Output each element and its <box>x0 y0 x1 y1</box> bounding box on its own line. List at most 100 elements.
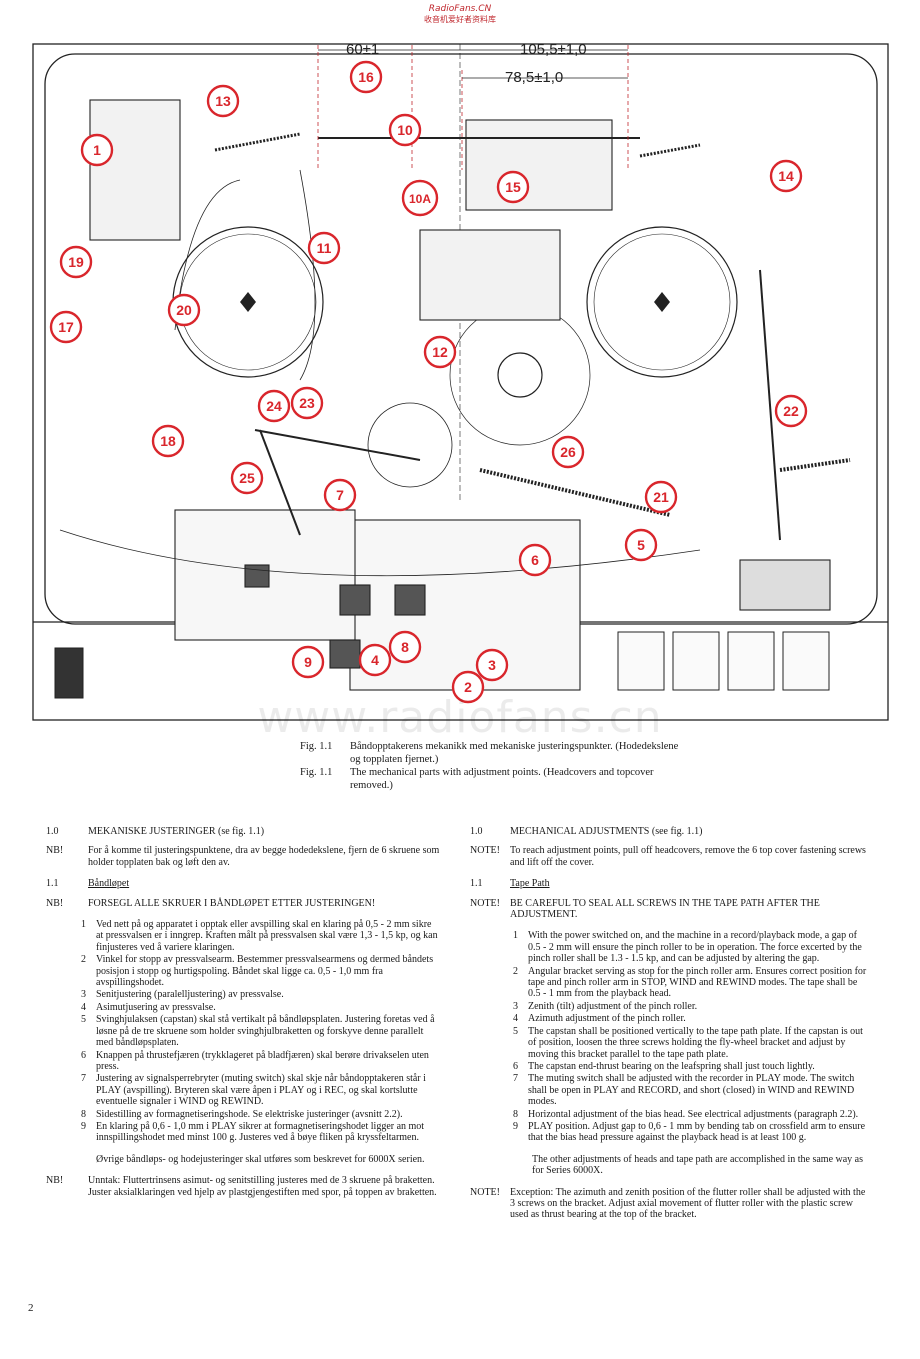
section-number: 1.1 <box>470 878 483 890</box>
dimension-label: 105,5±1,0 <box>520 41 587 58</box>
note-label: NB! <box>46 1175 64 1187</box>
note-label: NB! <box>46 845 64 857</box>
section-number: 1.0 <box>470 826 483 837</box>
note-text: To reach adjustment points, pull off hea… <box>510 845 866 868</box>
upper-motor <box>465 119 613 211</box>
callout-circle <box>769 159 803 193</box>
idler-wheel <box>367 402 453 488</box>
dimension-label: 60±1 <box>346 41 379 58</box>
callout-label: 16 <box>358 69 374 85</box>
remaining-adjustments: The other adjustments of heads and tape … <box>532 1153 863 1177</box>
page-number: 2 <box>28 1302 34 1314</box>
adjustment-item: 5 Svinghjulaksen (capstan) skal stå verti… <box>46 1014 441 1048</box>
callout-circle <box>401 179 439 217</box>
callout-circle <box>475 648 509 682</box>
item-number: 2 <box>513 965 518 977</box>
item-number: 5 <box>513 1025 518 1037</box>
callout-label: 22 <box>783 403 799 419</box>
callout-circle <box>624 528 658 562</box>
callout-label: 17 <box>58 319 74 335</box>
site-header: RadioFans.CN 收音机爱好者资料库 <box>405 4 515 25</box>
item-number: 2 <box>81 954 86 966</box>
fig-label: Fig. 1.1 <box>300 741 333 752</box>
callout-circle <box>388 630 422 664</box>
note-text: BE CAREFUL TO SEAL ALL SCREWS IN THE TAP… <box>510 897 820 921</box>
item-text: With the power switched on, and the mach… <box>528 930 862 965</box>
callout-label: 10 <box>397 122 413 138</box>
callout-label: 20 <box>176 302 192 318</box>
callout-circle <box>423 335 457 369</box>
item-text: Knappen på thrustefjæren (trykklageret p… <box>96 1049 429 1072</box>
item-text: Vinkel for stopp av pressvalsearm. Beste… <box>96 954 434 989</box>
callout-label: 8 <box>401 639 409 655</box>
callout-label: 7 <box>336 487 344 503</box>
item-text: Justering av signalsperrebryter (muting … <box>96 1073 426 1108</box>
roller-block <box>739 559 831 611</box>
callout-circle <box>206 84 240 118</box>
callout-label: 14 <box>778 168 794 184</box>
callout-label: 9 <box>304 654 312 670</box>
note-text: FORSEGL ALLE SKRUER I BÅNDLØPET ETTER JU… <box>88 897 376 909</box>
callout-circle <box>49 310 83 344</box>
callout-circle <box>551 435 585 469</box>
adjustment-item: 9 En klaring på 0,6 - 1,0 mm i PLAY sikre… <box>46 1121 441 1144</box>
callout-circle <box>644 480 678 514</box>
section-number: 1.1 <box>46 878 59 890</box>
lower-motor <box>419 229 561 321</box>
item-text: The capstan end-thrust bearing on the le… <box>528 1060 815 1072</box>
item-number: 5 <box>81 1014 86 1026</box>
note-label: NOTE! <box>470 1186 500 1198</box>
note-text: Unntak: Fluttertrinsens asimut- og senit… <box>88 1175 437 1198</box>
callout-label: 19 <box>68 254 84 270</box>
callout-label: 13 <box>215 93 231 109</box>
item-text: Ved nett på og apparatet i opptak eller … <box>96 919 438 953</box>
item-text: Asimutjusering av pressvalse. <box>96 1001 216 1013</box>
site-brand: RadioFans.CN <box>428 4 492 14</box>
callout-label: 4 <box>371 652 379 668</box>
callout-circle <box>290 386 324 420</box>
item-text: Horizontal adjustment of the bias head. … <box>528 1108 859 1120</box>
note-label: NOTE! <box>470 845 500 857</box>
item-number: 6 <box>81 1049 86 1061</box>
callout-label: 15 <box>505 179 521 195</box>
english-column: 1.0 MECHANICAL ADJUSTMENTS (see fig. 1.1)… <box>470 826 870 1231</box>
watermark: www.radiofans.cn <box>257 692 663 743</box>
center-pulley <box>449 304 591 446</box>
callout-label: 1 <box>93 142 101 158</box>
site-tagline: 收音机爱好者资料库 <box>424 15 496 24</box>
callout-circle <box>257 389 291 423</box>
adjustment-item: 4 Asimutjusering av pressvalse. <box>46 1002 441 1013</box>
section-title: MECHANICAL ADJUSTMENTS (see fig. 1.1) <box>510 826 703 837</box>
callout-circle <box>358 643 392 677</box>
item-number: 9 <box>81 1120 86 1132</box>
item-text: Svinghjulaksen (capstan) skal stå vertik… <box>96 1014 435 1049</box>
caption-english: The mechanical parts with adjustment poi… <box>350 767 654 791</box>
section-number: 1.0 <box>46 826 59 837</box>
mechanism-diagram: 60±1 105,5±1,0 78,5±1,0 1234567891010A11… <box>32 41 889 721</box>
item-text: En klaring på 0,6 - 1,0 mm i PLAY sikrer… <box>96 1120 425 1144</box>
callout-circle <box>496 170 530 204</box>
callout-circle <box>307 231 341 265</box>
callout-label: 23 <box>299 395 315 411</box>
section-title: MEKANISKE JUSTERINGER (se fig. 1.1) <box>88 826 265 837</box>
adjustment-item: 6 Knappen på thrustefjæren (trykklageret … <box>46 1050 441 1073</box>
callout-label: 11 <box>317 240 332 256</box>
callout-circle <box>167 293 201 327</box>
item-number: 4 <box>81 1001 86 1013</box>
norwegian-column: 1.0 MEKANISKE JUSTERINGER (se fig. 1.1) N… <box>46 826 441 1208</box>
section-title: Tape Path <box>510 878 550 890</box>
item-number: 3 <box>513 1000 518 1012</box>
dimension-label: 78,5±1,0 <box>505 69 563 86</box>
callout-label: 2 <box>464 679 472 695</box>
callout-circle <box>80 133 114 167</box>
